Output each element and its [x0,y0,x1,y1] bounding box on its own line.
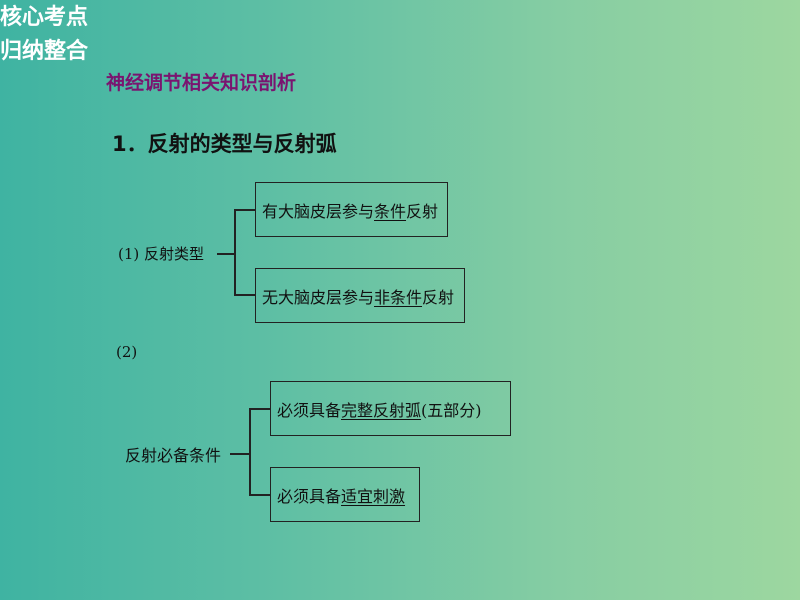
unconditioned-key: 非条件 [374,287,423,307]
connector-branch-bottom-2 [249,494,270,496]
stimulus-key: 适宜刺激 [341,486,406,506]
conditioned-pre: 有大脑皮层参与 [262,201,375,221]
conditioned-key: 条件 [374,201,407,221]
connector-horizontal-2 [230,453,250,455]
reflex-type-label: (1) 反射类型 [118,245,205,263]
arc-post: (五部分) [421,400,482,420]
conditioned-post: 反射 [406,201,439,221]
complete-arc-box: 必须具备完整反射弧(五部分) [270,381,511,436]
item-2-number: (2) [116,343,138,361]
unconditioned-reflex-box: 无大脑皮层参与非条件反射 [255,268,465,323]
section-subtitle: 神经调节相关知识剖析 [106,72,297,94]
connector-branch-top [234,209,255,211]
arc-key: 完整反射弧 [341,400,422,420]
connector-horizontal [217,253,235,255]
reflex-requirement-label: 反射必备条件 [125,446,222,465]
arc-pre: 必须具备 [277,400,342,420]
appropriate-stimulus-box: 必须具备适宜刺激 [270,467,420,522]
connector-vertical [234,209,236,295]
connector-vertical-2 [249,408,251,495]
conditioned-reflex-box: 有大脑皮层参与条件反射 [255,182,448,237]
unconditioned-post: 反射 [422,287,455,307]
connector-branch-bottom [234,294,255,296]
unconditioned-pre: 无大脑皮层参与 [262,287,375,307]
corner-title-line1: 核心考点 [0,5,89,30]
corner-title-line2: 归纳整合 [0,39,89,64]
stimulus-pre: 必须具备 [277,486,342,506]
section-heading: 1．反射的类型与反射弧 [112,132,337,156]
connector-branch-top-2 [249,408,270,410]
